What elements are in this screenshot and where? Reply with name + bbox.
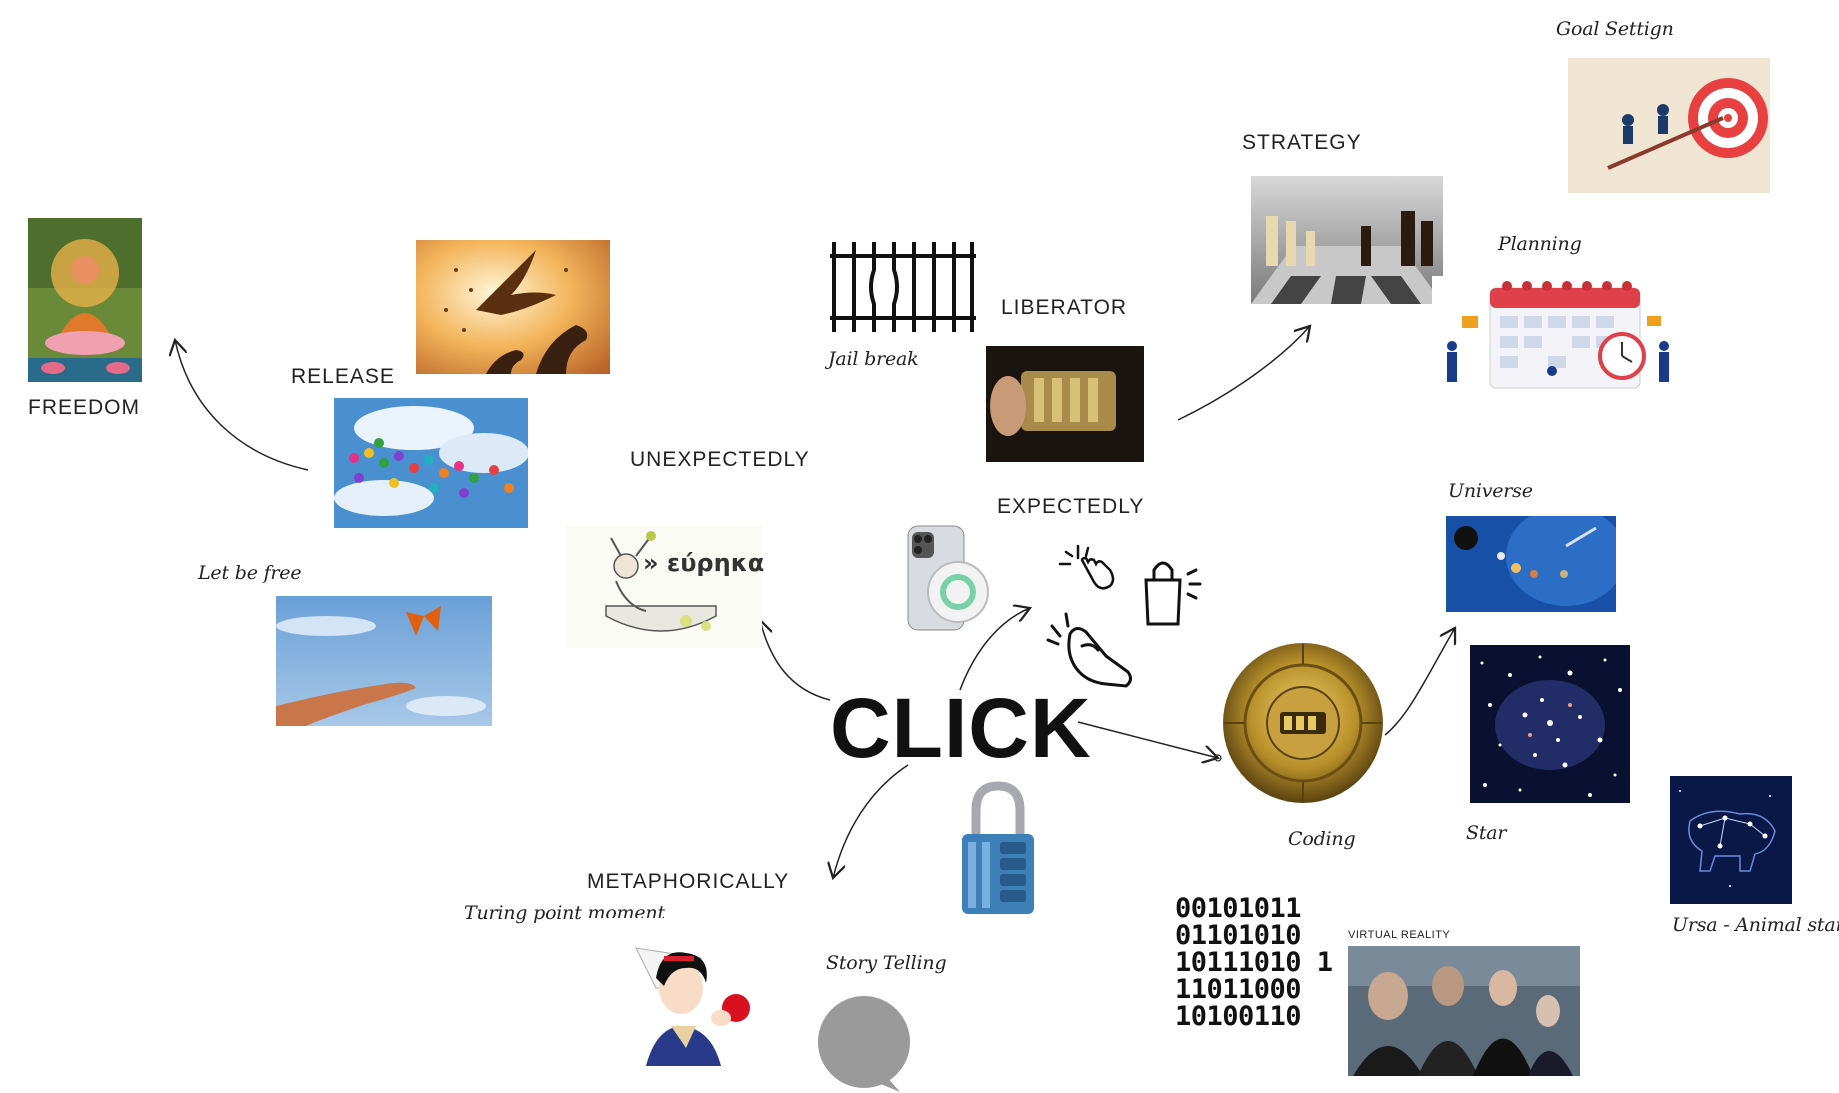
arrow-to-freedom <box>175 340 309 471</box>
universe-image <box>1446 516 1616 612</box>
snap-fingers-icon <box>1046 606 1136 690</box>
chess-image <box>1251 176 1443 304</box>
target-image <box>1568 58 1770 193</box>
caption-ursa: Ursa - Animal star <box>1672 914 1839 936</box>
caption-let-be-free: Let be free <box>198 562 302 584</box>
magsafe-phone-image <box>900 522 992 636</box>
ursa-constellation-image <box>1670 776 1792 904</box>
center-title: CLICK <box>830 681 1092 775</box>
caption-coding: Coding <box>1288 828 1356 850</box>
label-expectedly: EXPECTEDLY <box>997 495 1145 518</box>
label-unexpectedly: UNEXPECTEDLY <box>630 448 810 471</box>
caption-goal-setting: Goal Settign <box>1556 18 1674 40</box>
binary-line: 10111010 1 <box>1175 947 1333 978</box>
eureka-image <box>566 526 762 648</box>
speech-bubble-icon <box>816 996 912 1092</box>
shopping-bag-icon <box>1138 552 1206 628</box>
dove-image <box>416 240 610 374</box>
lock-cylinder-image <box>986 346 1144 462</box>
label-release: RELEASE <box>291 365 395 388</box>
label-virtual-reality: VIRTUAL REALITY <box>1348 929 1451 941</box>
arrow-to-metaphorically <box>833 764 909 878</box>
eureka-text: » εύρηκα <box>643 549 765 577</box>
arrow-to-eureka <box>760 620 831 701</box>
caption-planning: Planning <box>1498 233 1582 255</box>
binary-line: 11011000 <box>1175 974 1302 1005</box>
star-field-image <box>1470 645 1630 803</box>
jail-bars-icon <box>828 240 978 334</box>
buddha-image <box>28 218 142 382</box>
balloons-image <box>334 398 528 528</box>
caption-jail-break: Jail break <box>828 348 919 370</box>
calendar-image <box>1432 276 1688 392</box>
label-liberator: LIBERATOR <box>1001 296 1128 319</box>
binary-line: 10100110 <box>1175 1001 1302 1032</box>
label-strategy: STRATEGY <box>1242 131 1362 154</box>
caption-star: Star <box>1466 822 1507 844</box>
matrix-image <box>1348 946 1580 1076</box>
arrow-to-coding <box>1077 721 1218 758</box>
vault-dial-image <box>1222 642 1384 804</box>
arrow-to-universe <box>1384 628 1455 736</box>
binary-line: 00101011 <box>1175 893 1302 924</box>
label-freedom: FREEDOM <box>28 396 140 419</box>
binary-line: 01101010 <box>1175 920 1302 951</box>
binary-code: 00101011 01101010 10111010 1 11011000 10… <box>1175 895 1333 1030</box>
butterfly-hand-image <box>276 596 492 726</box>
caption-story-telling: Story Telling <box>826 952 947 974</box>
caption-universe: Universe <box>1448 480 1533 502</box>
arrow-to-strategy <box>1177 326 1310 421</box>
padlock-image <box>958 780 1038 916</box>
snow-white-image <box>586 918 774 1066</box>
label-metaphorically: METAPHORICALLY <box>587 870 790 893</box>
tap-hand-icon <box>1052 538 1118 594</box>
